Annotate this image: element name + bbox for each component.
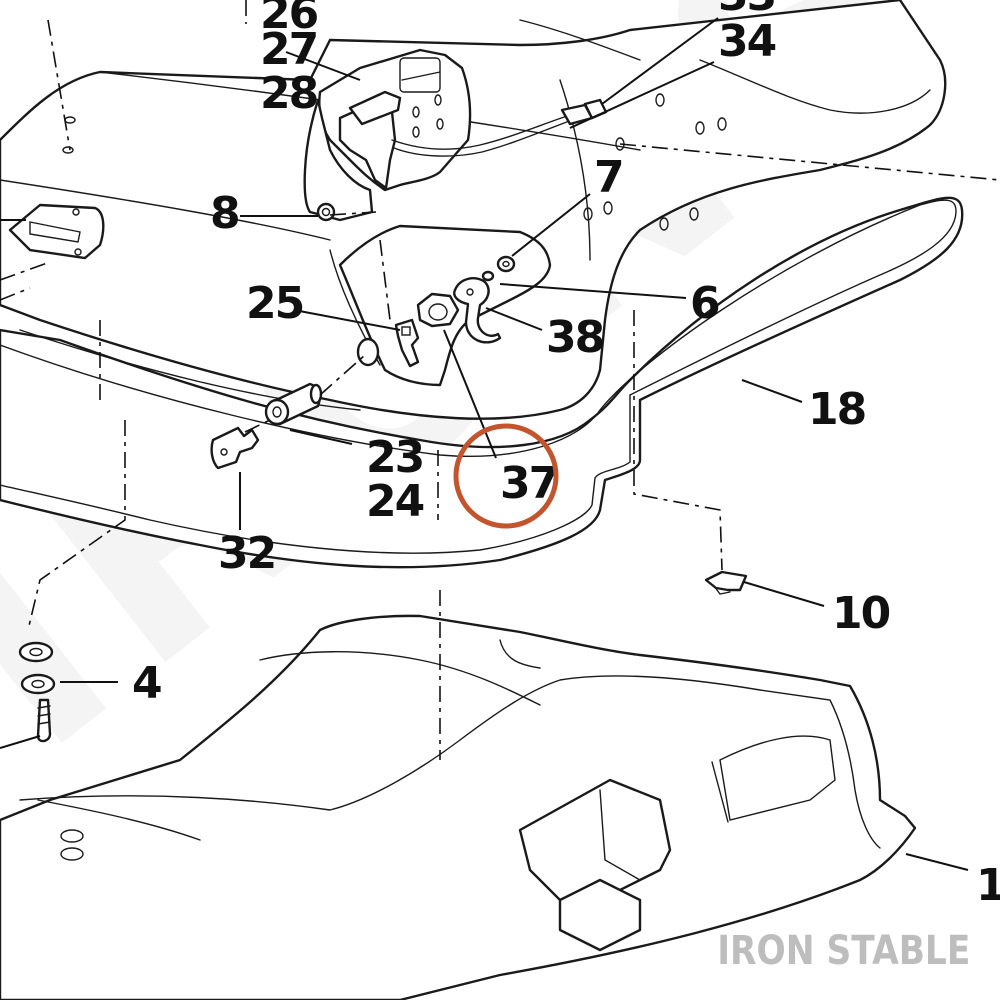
- latch-pawl: [394, 318, 420, 368]
- callout-7: 7: [594, 152, 623, 203]
- small-fasteners: [481, 255, 516, 282]
- callout-6: 6: [690, 278, 719, 329]
- latch-plate: [338, 224, 552, 387]
- callout-34: 34: [718, 16, 776, 67]
- hex-nut: [416, 292, 460, 328]
- callout-25: 25: [246, 278, 303, 329]
- key: [210, 426, 260, 470]
- rivet-holes: [62, 93, 727, 231]
- callout-24: 24: [366, 476, 424, 527]
- saddlebag-base: [0, 614, 917, 1000]
- callout-23: 23: [366, 432, 423, 483]
- callout-8: 8: [210, 188, 239, 239]
- latch-hook: [453, 277, 502, 344]
- leader-lines: [0, 17, 969, 871]
- highlight-circle: [453, 423, 559, 529]
- callout-38: 38: [546, 312, 603, 363]
- lock-cylinder: [264, 337, 380, 426]
- callout-10: 10: [832, 588, 890, 639]
- callout-33: 33: [718, 0, 775, 21]
- callout-28: 28: [260, 68, 317, 119]
- mounting-hardware: [18, 641, 56, 743]
- callout-18: 18: [808, 384, 865, 435]
- callout-17: 17: [976, 860, 1000, 911]
- corner-watermark: IRON STABLE: [716, 928, 970, 974]
- callout-4: 4: [132, 658, 161, 709]
- bushing: [704, 570, 748, 595]
- callout-26: 26: [260, 0, 318, 39]
- callout-labels: 26 27 28 33 34 7 8 25 6 38 18 23 24 37 3…: [132, 0, 1000, 911]
- callout-32: 32: [218, 528, 275, 579]
- latch-receiver: [303, 48, 608, 222]
- alignment-lines: [0, 0, 1000, 760]
- callout-27: 27: [260, 24, 317, 75]
